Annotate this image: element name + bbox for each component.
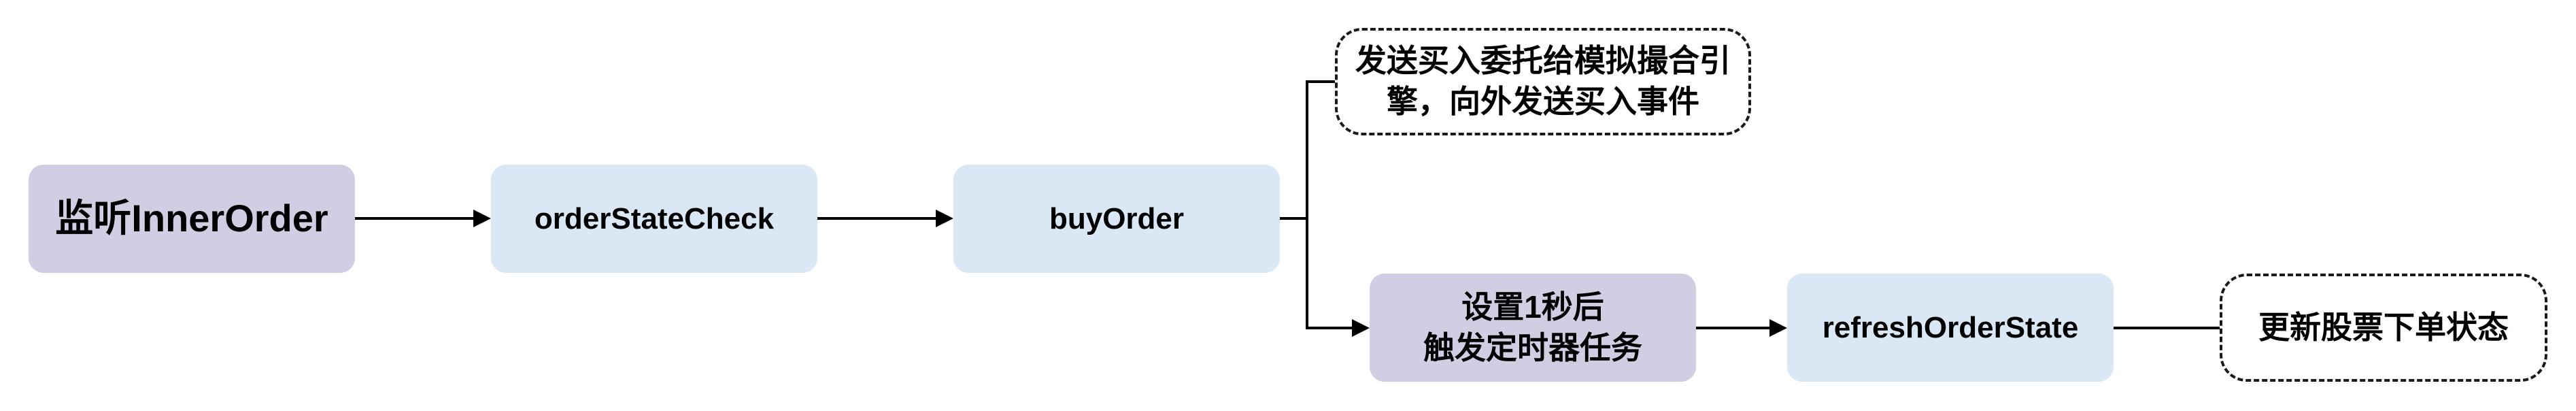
edge-buy-to-note [1280,80,1335,220]
node-label-line-2: 触发定时器任务 [1423,329,1642,365]
node-buy-order: buyOrder [953,165,1280,273]
edge-buy-to-timer [1306,218,1353,329]
arrowhead [473,210,491,227]
note-refresh-order-state: 更新股票下单状态 [2220,274,2547,382]
node-listen-inner-order: 监听InnerOrder [29,165,355,273]
node-label: buyOrder [1049,201,1185,235]
arrowhead [936,210,953,227]
node-set-timer: 设置1秒后 触发定时器任务 [1370,274,1696,382]
note-buy-order: 发送买入委托给模拟撮合引擎，向外发送买入事件 [1335,28,1751,135]
note-text: 更新股票下单状态 [2258,309,2509,345]
node-order-state-check: orderStateCheck [491,165,817,273]
node-label: orderStateCheck [534,201,775,235]
arrowhead [1769,319,1787,337]
note-text: 发送买入委托给模拟撮合引擎，向外发送买入事件 [1355,43,1731,119]
node-refresh-order-state: refreshOrderState [1787,274,2114,382]
arrowhead [1352,319,1370,337]
node-label-group: 设置1秒后 触发定时器任务 [1423,287,1642,369]
node-label-line-1: 设置1秒后 [1461,289,1604,325]
node-label: refreshOrderState [1822,310,2079,344]
node-label: 监听InnerOrder [55,197,328,240]
